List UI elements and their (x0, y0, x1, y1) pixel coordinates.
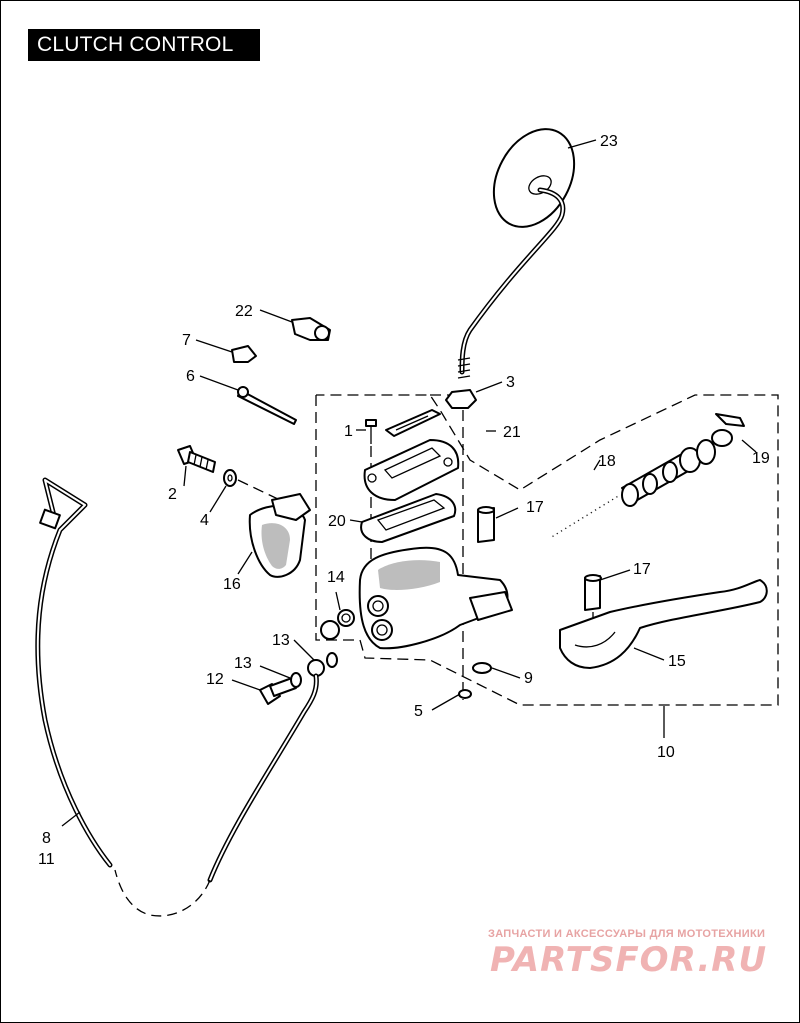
callout-12: 12 (206, 671, 224, 688)
piston-part-18 (621, 439, 716, 507)
callout-8: 8 (42, 830, 51, 847)
callout-7: 7 (182, 332, 191, 349)
callout-13-upper: 13 (272, 632, 290, 649)
callout-4: 4 (200, 512, 209, 529)
washer-part-5 (458, 689, 472, 699)
screw-part-2 (177, 445, 216, 473)
pushrod-part-19 (711, 413, 745, 447)
callout-6: 6 (186, 368, 195, 385)
screw-part-1 (365, 419, 377, 580)
sight-glass-part-14 (320, 609, 355, 640)
callout-14: 14 (327, 569, 345, 586)
watermark-logo: PARTSFOR.RU (490, 940, 768, 980)
nut-part-3 (445, 389, 477, 700)
callout-21: 21 (503, 424, 521, 441)
cable-strap-part-6 (237, 386, 297, 425)
callout-15: 15 (668, 653, 686, 670)
callout-19: 19 (752, 450, 770, 467)
callout-leaders (61, 139, 757, 827)
diaphragm-plate-part-21 (385, 409, 441, 437)
callout-labels: 23 22 7 6 3 1 21 18 19 2 17 4 20 17 14 1… (38, 133, 770, 868)
clutch-hose (114, 659, 325, 917)
clip-part-9 (472, 662, 492, 674)
callout-20: 20 (328, 513, 346, 530)
lever-part-15 (559, 579, 768, 669)
callout-16: 16 (223, 576, 241, 593)
callout-3: 3 (506, 374, 515, 391)
callout-23: 23 (600, 133, 618, 150)
watermark: ЗАПЧАСТИ И АКСЕССУАРЫ ДЛЯ МОТОТЕХНИКИ PA… (488, 928, 788, 988)
pivot-pin-part-17-upper (477, 506, 495, 543)
mirror-part-23 (457, 128, 576, 379)
page-title: CLUTCH CONTROL (28, 29, 260, 61)
callout-17-lower: 17 (633, 561, 651, 578)
callout-5: 5 (414, 703, 423, 720)
gasket-part-20 (360, 493, 457, 543)
washer-part-13 (290, 652, 338, 688)
callout-9: 9 (524, 670, 533, 687)
callout-11: 11 (38, 851, 55, 868)
clip-part-22 (291, 317, 331, 341)
callout-18: 18 (598, 453, 616, 470)
callout-17-upper: 17 (526, 499, 544, 516)
callout-10: 10 (657, 744, 675, 761)
master-cylinder-housing (358, 546, 513, 650)
clamp-part-16 (248, 493, 311, 578)
washer-part-4 (223, 469, 281, 501)
clutch-cable-part-8-11 (35, 477, 113, 868)
callout-2: 2 (168, 486, 177, 503)
callout-13-lower: 13 (234, 655, 252, 672)
pivot-pin-part-17-lower (584, 574, 602, 640)
callout-1: 1 (344, 423, 353, 440)
reservoir-cover (363, 439, 460, 501)
spring-part-18 (549, 494, 621, 539)
callout-22: 22 (235, 303, 253, 320)
clip-part-7 (231, 345, 257, 363)
watermark-tagline: ЗАПЧАСТИ И АКСЕССУАРЫ ДЛЯ МОТОТЕХНИКИ (488, 928, 766, 940)
